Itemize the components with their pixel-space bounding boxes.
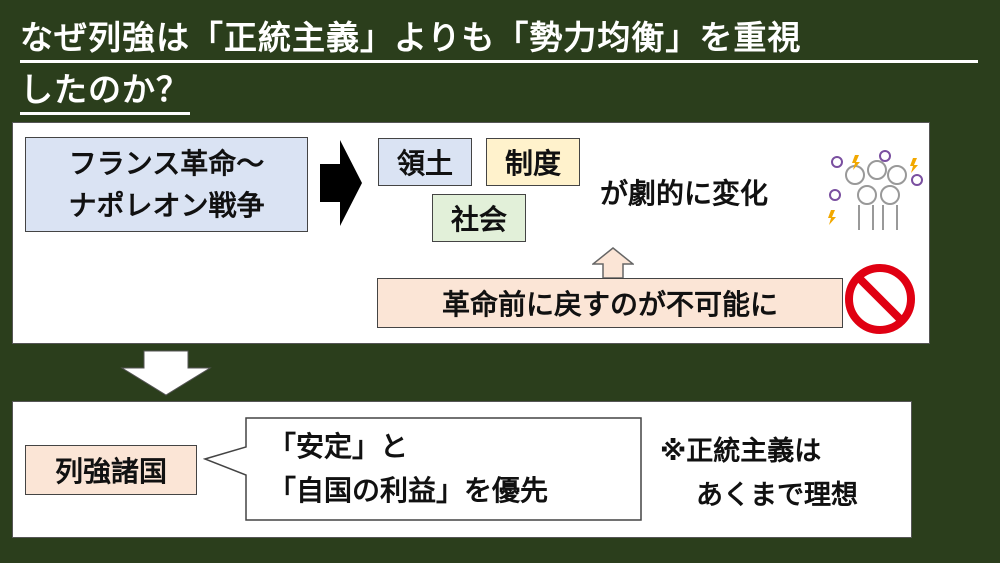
item-institutions: 制度 [486, 138, 580, 186]
page-title-line1: なぜ列強は「正統主義」よりも「勢力均衡」を重視 [20, 16, 978, 63]
item-society: 社会 [432, 194, 526, 242]
bubble-line2: 「自国の利益」を優先 [268, 474, 549, 507]
cause-box: フランス革命〜 ナポレオン戦争 [25, 137, 308, 232]
speech-bubble [203, 417, 642, 521]
confused-crowd-icon [828, 150, 923, 230]
prohibited-icon [845, 264, 915, 334]
bubble-text: 「安定」と 「自国の利益」を優先 [268, 425, 548, 513]
cause-line1: フランス革命〜 [68, 146, 265, 180]
right-arrow-icon [320, 140, 362, 226]
page-title-line2: したのか？ [20, 68, 190, 115]
note-line2: あくまで理想 [696, 480, 858, 511]
impossible-box: 革命前に戻すのが不可能に [377, 278, 843, 328]
great-powers-box: 列強諸国 [25, 445, 197, 495]
up-arrow-icon [592, 247, 634, 279]
item-territory: 領土 [378, 138, 472, 186]
note-line1: ※正統主義は [660, 436, 822, 467]
bubble-line1: 「安定」と [268, 430, 409, 463]
change-text: が劇的に変化 [600, 177, 769, 210]
down-arrow-icon [120, 350, 212, 396]
cause-line2: ナポレオン戦争 [68, 188, 265, 222]
note-text: ※正統主義は あくまで理想 [660, 430, 858, 518]
